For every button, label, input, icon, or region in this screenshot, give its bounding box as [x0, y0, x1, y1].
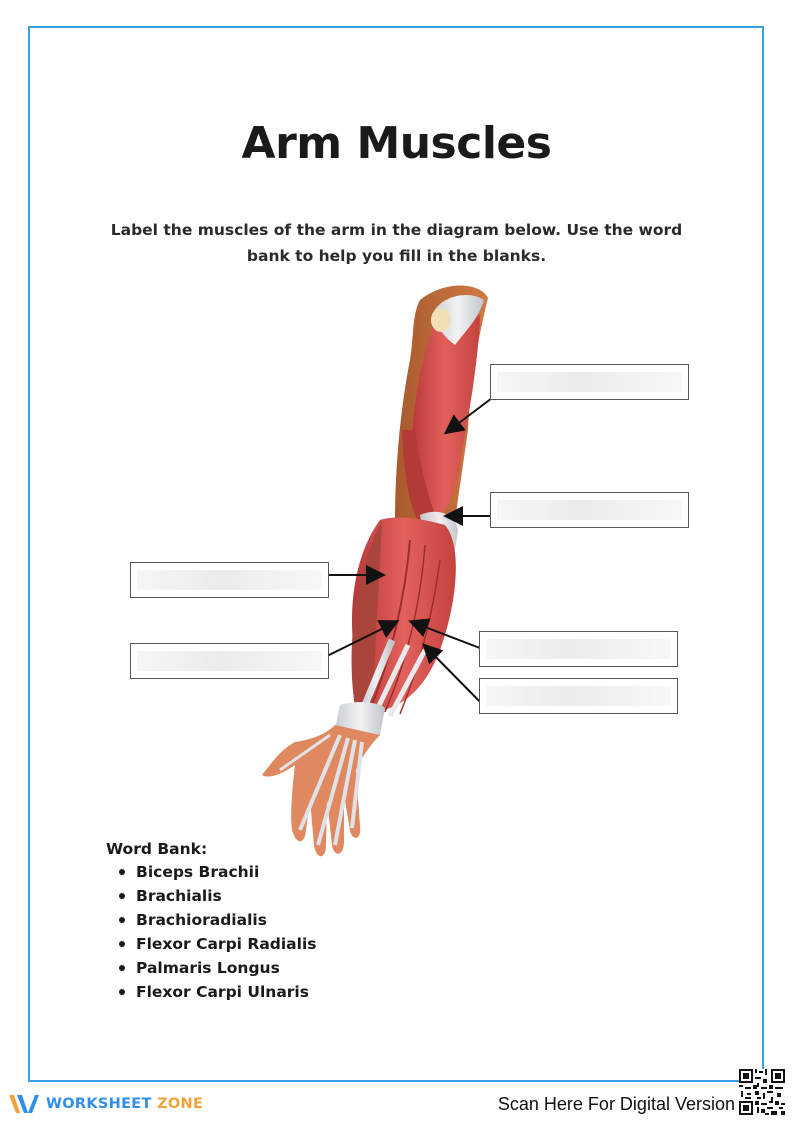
label-blank-5[interactable] — [479, 631, 678, 667]
word-bank-item: Biceps Brachii — [119, 860, 317, 884]
label-blank-4[interactable] — [130, 643, 329, 679]
label-blank-6[interactable] — [479, 678, 678, 714]
arrow-flexor-radialis — [324, 620, 400, 658]
worksheetzone-w-icon — [9, 1095, 39, 1113]
word-bank: Word Bank: Biceps Brachii Brachialis Bra… — [106, 840, 317, 1004]
wrist-retinaculum — [335, 702, 385, 737]
label-blank-1[interactable] — [490, 364, 689, 400]
word-bank-title: Word Bank: — [106, 840, 208, 858]
word-bank-item: Palmaris Longus — [119, 956, 317, 980]
word-bank-item: Flexor Carpi Radialis — [119, 932, 317, 956]
biceps-muscle — [410, 304, 480, 522]
word-bank-item: Brachioradialis — [119, 908, 317, 932]
word-bank-item: Brachialis — [119, 884, 317, 908]
brand-name: WORKSHEET ZONE — [46, 1096, 204, 1112]
worksheetzone-logo[interactable]: WORKSHEET ZONE — [8, 1092, 203, 1116]
label-blank-2[interactable] — [490, 492, 689, 528]
arrow-palmaris — [408, 618, 486, 651]
qr-code-icon[interactable] — [739, 1069, 785, 1115]
page-border — [28, 26, 764, 1082]
page-title: Arm Muscles — [241, 118, 552, 169]
brachialis-muscle — [402, 430, 440, 530]
word-bank-list: Biceps Brachii Brachialis Brachioradiali… — [106, 860, 317, 1004]
shoulder-bone — [431, 308, 451, 332]
word-bank-item: Flexor Carpi Ulnaris — [119, 980, 317, 1004]
scan-prompt: Scan Here For Digital Version — [497, 1094, 735, 1114]
shoulder-tendon — [432, 295, 484, 345]
instructions-text: Label the muscles of the arm in the diag… — [110, 221, 683, 265]
label-blank-3[interactable] — [130, 562, 329, 598]
